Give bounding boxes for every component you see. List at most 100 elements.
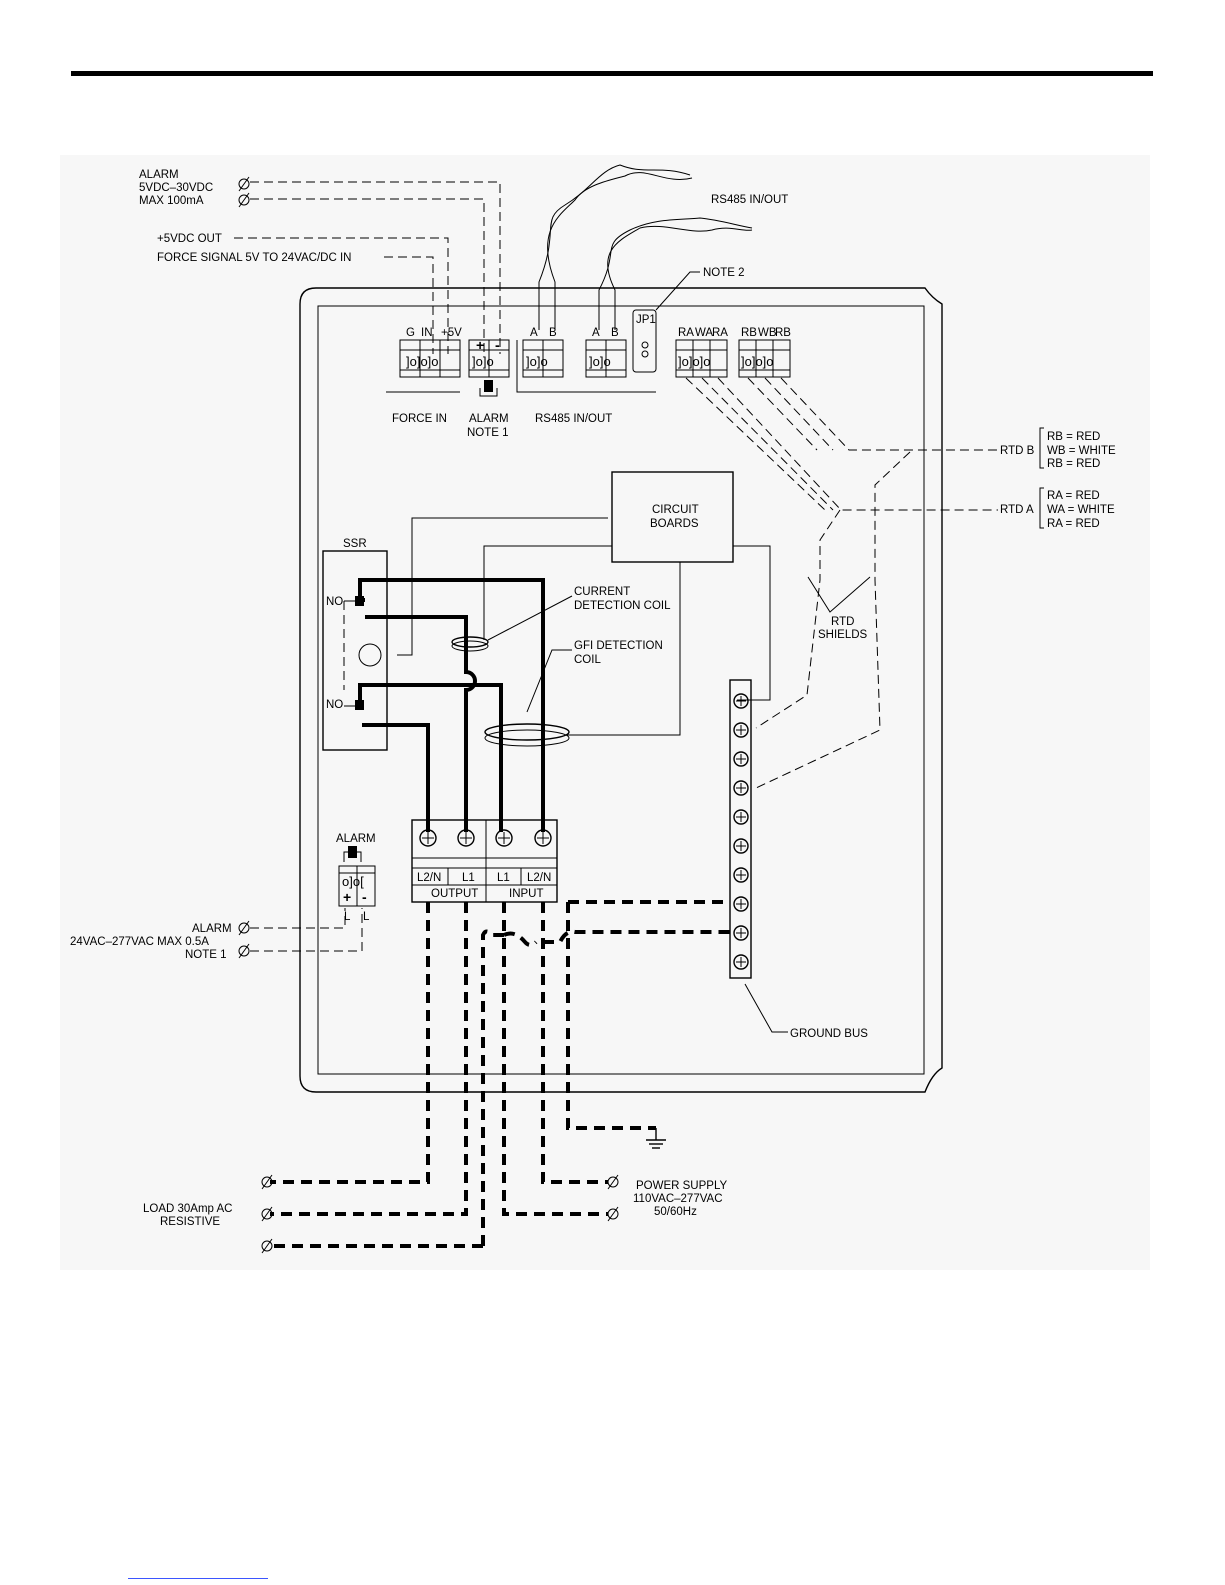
svg-text:50/60Hz: 50/60Hz xyxy=(654,1206,697,1218)
rtd-b-legend: RTD B RB = RED WB = WHITE RB = RED xyxy=(1000,427,1116,470)
svg-text:]o]o]o: ]o]o]o xyxy=(406,354,439,369)
ground-bus: GROUND BUS xyxy=(729,679,868,1040)
ground-bus-screw-cross xyxy=(736,754,746,764)
svg-text:A: A xyxy=(530,327,538,339)
ssr: SSR NO NO xyxy=(322,538,388,751)
svg-text:DETECTION COIL: DETECTION COIL xyxy=(574,600,671,612)
svg-text:CURRENT: CURRENT xyxy=(574,586,630,598)
svg-text:+5V: +5V xyxy=(441,327,462,339)
footer-link-underline[interactable] xyxy=(128,1578,268,1579)
svg-text:]o]o: ]o]o xyxy=(526,354,548,369)
svg-text:]o]o: ]o]o xyxy=(472,354,494,369)
ground-bus-screw xyxy=(733,925,749,941)
svg-text:SSR: SSR xyxy=(343,538,367,550)
svg-text:o]o[: o]o[ xyxy=(342,874,364,889)
svg-text:WA: WA xyxy=(695,327,713,339)
ground-bus-screw xyxy=(733,780,749,796)
ground-bus-screw xyxy=(733,809,749,825)
rtd-a-legend: RTD A RA = RED WA = WHITE RA = RED xyxy=(1000,487,1115,530)
alarm-label: ALARM xyxy=(469,413,509,425)
svg-text:COIL: COIL xyxy=(574,654,601,666)
svg-text:RA: RA xyxy=(678,327,694,339)
svg-text:RA = RED: RA = RED xyxy=(1047,518,1100,530)
svg-text:ALARM: ALARM xyxy=(192,923,232,935)
svg-text:B: B xyxy=(549,327,557,339)
svg-text:RB: RB xyxy=(775,327,791,339)
force-signal-label: FORCE SIGNAL 5V TO 24VAC/DC IN xyxy=(157,252,352,264)
terminal-rs485-b: A B ]o]o xyxy=(585,327,627,378)
terminal-rtd-a: RA WA RA ]o]o]o xyxy=(675,327,728,378)
terminal-force-in: G IN +5V ]o]o]o xyxy=(399,327,462,378)
svg-text:NOTE 1: NOTE 1 xyxy=(185,949,227,961)
terminal-alarm: + - ]o]o xyxy=(468,337,510,397)
svg-text:L: L xyxy=(363,911,370,923)
power-wiring xyxy=(358,578,545,832)
alarm-dc-label: ALARM 5VDC–30VDC MAX 100mA xyxy=(139,169,213,207)
ground-bus-screw-cross xyxy=(736,841,746,851)
svg-text:RESISTIVE: RESISTIVE xyxy=(160,1216,220,1228)
svg-text:-: - xyxy=(362,889,367,905)
ground-bus-screw-cross xyxy=(736,870,746,880)
svg-text:INPUT: INPUT xyxy=(509,888,544,900)
svg-text:RTD A: RTD A xyxy=(1000,504,1034,516)
ground-bus-screw-cross xyxy=(736,783,746,793)
earth-ground-icon xyxy=(646,1128,666,1149)
svg-text:+: + xyxy=(476,337,484,353)
current-detection-coil: CURRENT DETECTION COIL xyxy=(451,586,671,652)
gfi-detection-coil: GFI DETECTION COIL xyxy=(484,640,663,747)
svg-text:WA = WHITE: WA = WHITE xyxy=(1047,504,1115,516)
rtd-shields-label: RTD SHIELDS xyxy=(807,576,871,641)
out-5v-label: +5VDC OUT xyxy=(157,233,222,245)
rs485-bracket xyxy=(516,340,656,393)
svg-text:-: - xyxy=(495,337,500,353)
svg-text:ALARM: ALARM xyxy=(336,833,376,845)
control-wires xyxy=(397,517,771,736)
ground-bus-screw xyxy=(733,954,749,970)
svg-text:RB: RB xyxy=(741,327,757,339)
svg-text:IN: IN xyxy=(421,327,433,339)
svg-text:L2/N: L2/N xyxy=(527,872,551,884)
svg-text:A: A xyxy=(592,327,600,339)
jumper-jp1: JP1 NOTE 2 xyxy=(632,267,745,373)
svg-text:LOAD 30Amp AC: LOAD 30Amp AC xyxy=(143,1203,232,1215)
svg-text:RA: RA xyxy=(712,327,728,339)
svg-text:MAX 100mA: MAX 100mA xyxy=(139,195,204,207)
signal-wires xyxy=(234,181,501,354)
svg-text:NO: NO xyxy=(326,596,343,608)
rtd-wires xyxy=(685,377,998,789)
ground-bus-screw-cross xyxy=(736,812,746,822)
svg-text:WB = WHITE: WB = WHITE xyxy=(1047,445,1116,457)
svg-text:B: B xyxy=(611,327,619,339)
svg-text:RTD B: RTD B xyxy=(1000,445,1035,457)
output-input-block: L2/N L1 L1 L2/N OUTPUT INPUT xyxy=(411,819,558,903)
svg-text:L1: L1 xyxy=(497,872,510,884)
ground-bus-screw xyxy=(733,693,749,709)
svg-text:ALARM: ALARM xyxy=(139,169,179,181)
alarm-dc-terminals xyxy=(238,176,250,208)
svg-text:RB = RED: RB = RED xyxy=(1047,431,1100,443)
ground-bus-screw xyxy=(733,838,749,854)
ground-bus-screw-cross xyxy=(736,899,746,909)
svg-text:G: G xyxy=(406,327,415,339)
svg-text:L2/N: L2/N xyxy=(417,872,441,884)
terminal-rs485-a: A B ]o]o xyxy=(522,327,564,378)
top-rule xyxy=(71,71,1153,76)
svg-text:SHIELDS: SHIELDS xyxy=(818,629,868,641)
svg-text:]o]o: ]o]o xyxy=(589,354,611,369)
rs485-inout-label: RS485 IN/OUT xyxy=(535,413,612,425)
circuit-boards: CIRCUIT BOARDS xyxy=(611,471,734,563)
diagram-panel xyxy=(60,155,1150,1270)
svg-text:L1: L1 xyxy=(462,872,475,884)
note1-label: NOTE 1 xyxy=(467,427,509,439)
ground-bus-screw-cross xyxy=(736,725,746,735)
svg-text:BOARDS: BOARDS xyxy=(650,518,699,530)
ground-bus-screw xyxy=(733,896,749,912)
svg-text:]o]o]o: ]o]o]o xyxy=(741,354,774,369)
ground-bus-screw-cross xyxy=(736,928,746,938)
svg-text:POWER SUPPLY: POWER SUPPLY xyxy=(636,1180,727,1192)
svg-text:5VDC–30VDC: 5VDC–30VDC xyxy=(139,182,213,194)
svg-text:110VAC–277VAC: 110VAC–277VAC xyxy=(633,1193,723,1205)
alarm-relay: ALARM o]o[ + - L L xyxy=(336,833,376,923)
svg-text:WB: WB xyxy=(758,327,777,339)
terminal-rtd-b: RB WB RB ]o]o]o xyxy=(738,327,791,378)
